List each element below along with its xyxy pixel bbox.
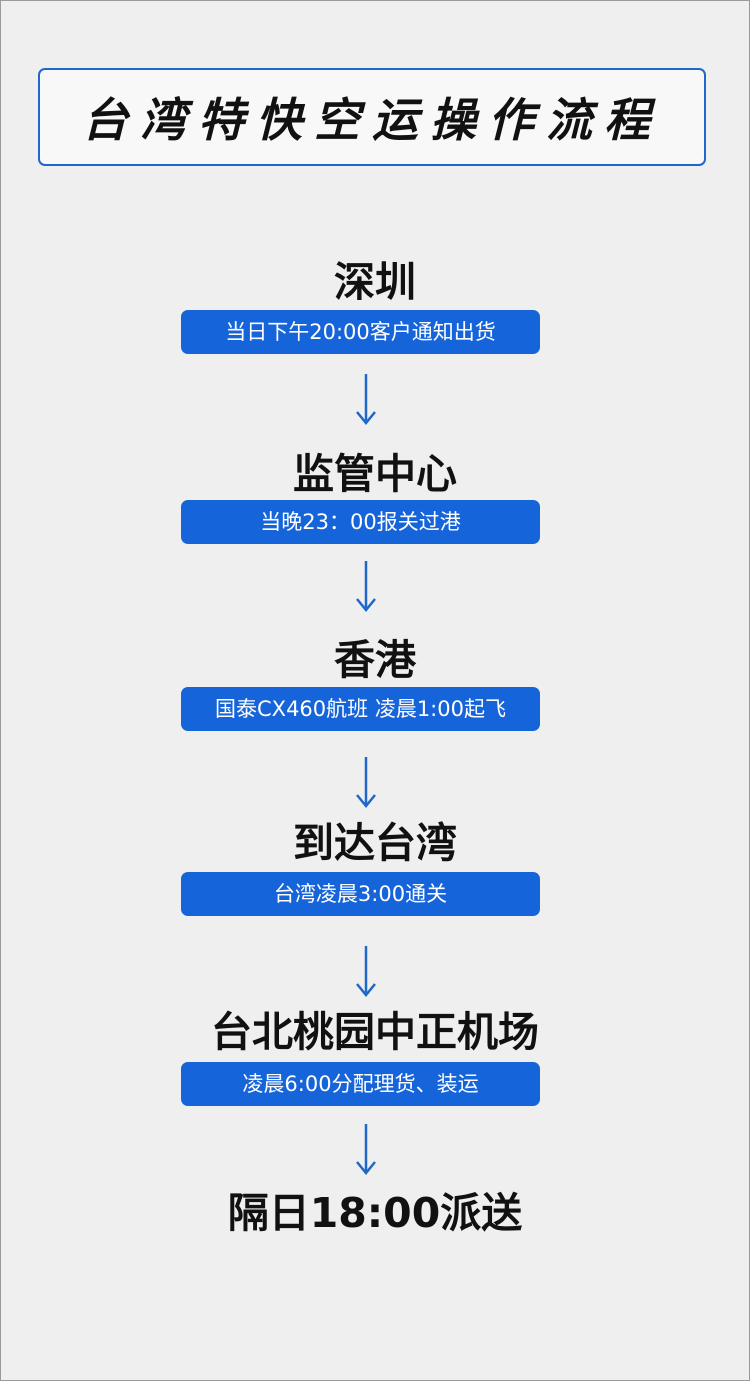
step-desc-supervision-center: 当晚23：00报关过港: [181, 500, 540, 544]
step-desc-hongkong: 国泰CX460航班 凌晨1:00起飞: [181, 687, 540, 731]
step-desc-taoyuan-airport: 凌晨6:00分配理货、装运: [181, 1062, 540, 1106]
down-arrow-icon: [356, 374, 376, 425]
step-title-shenzhen: 深圳: [334, 258, 416, 306]
down-arrow-icon: [356, 1124, 376, 1175]
step-desc-arrive-taiwan: 台湾凌晨3:00通关: [181, 872, 540, 916]
down-arrow-icon: [356, 561, 376, 612]
step-title-arrive-taiwan: 到达台湾: [293, 819, 457, 867]
step-title-supervision-center: 监管中心: [293, 450, 457, 498]
down-arrow-icon: [356, 946, 376, 997]
step-title-hongkong: 香港: [334, 636, 416, 684]
down-arrow-icon: [356, 757, 376, 808]
page-title: 台湾特快空运操作流程: [82, 93, 662, 147]
step-title-taoyuan-airport: 台北桃园中正机场: [211, 1008, 539, 1056]
title-box: 台湾特快空运操作流程: [38, 68, 706, 166]
step-title-next-day-delivery: 隔日18:00派送: [227, 1189, 523, 1237]
step-desc-shenzhen: 当日下午20:00客户通知出货: [181, 310, 540, 354]
